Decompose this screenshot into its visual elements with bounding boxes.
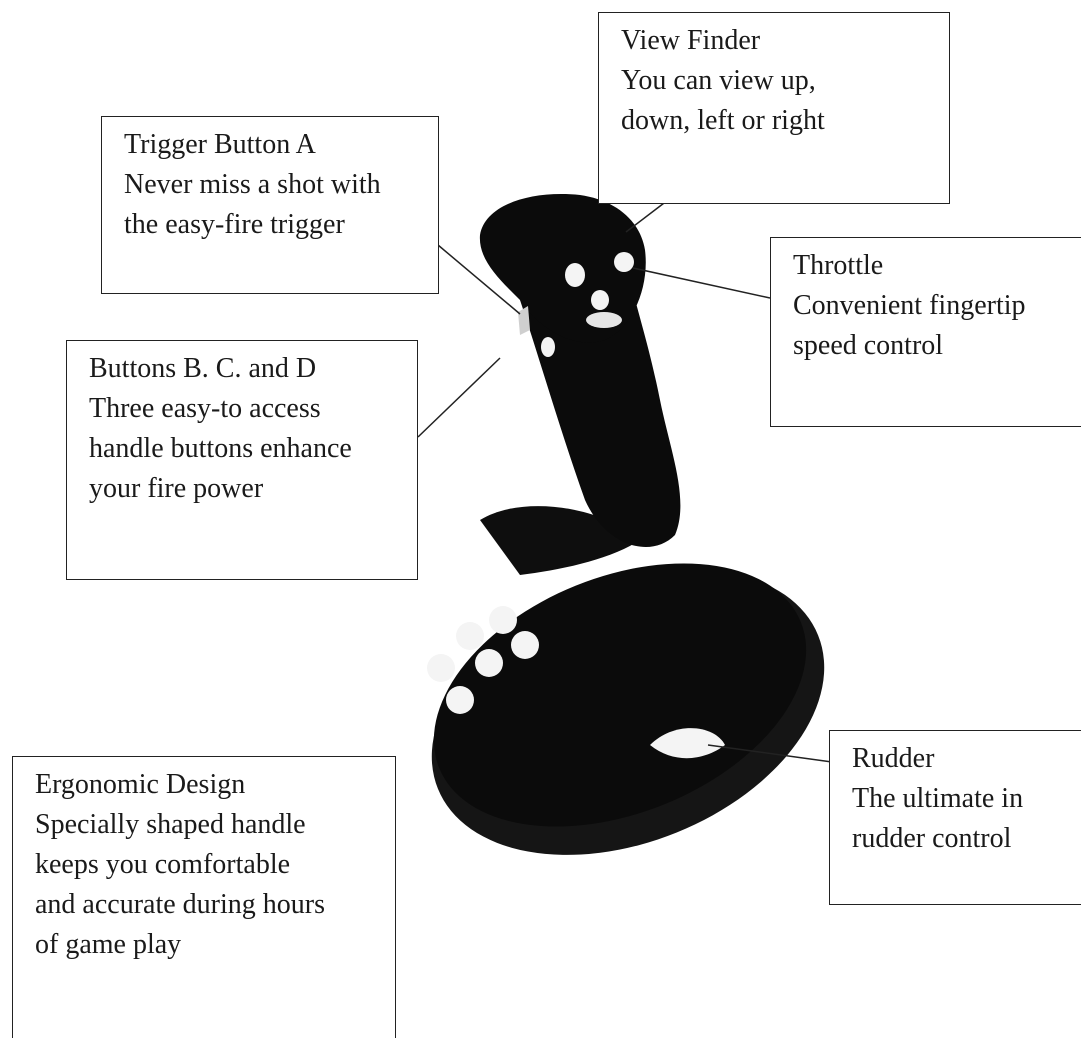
leader-line-buttons [417,357,501,438]
callout-view-finder-title: View Finder [621,25,761,56]
base-button-5 [475,649,503,677]
base-button-4 [427,654,455,682]
callout-rudder-title: Rudder [852,743,935,774]
callout-buttons-title: Buttons B. C. and D [89,353,317,384]
hat-switch-highlight [614,252,634,272]
joystick-base [433,563,807,827]
joystick-handle [520,276,681,548]
callout-rudder-text-1: The ultimate in [852,783,1024,814]
callout-buttons-text-2: handle buttons enhance [89,433,352,464]
callout-ergonomic-text-3: and accurate during hours [35,889,325,920]
throttle-highlight [586,312,622,328]
callout-trigger: Trigger Button A Never miss a shot with … [101,116,439,294]
handle-button-b [565,263,585,287]
trigger-highlight [518,306,530,335]
base-button-1 [456,622,484,650]
callout-view-finder: View Finder You can view up, down, left … [598,12,950,204]
callout-ergonomic-text-4: of game play [35,929,182,960]
handle-button-c [591,290,609,310]
callout-ergonomic-title: Ergonomic Design [35,769,246,800]
callout-view-finder-text-2: down, left or right [621,105,825,136]
callout-buttons-text-1: Three easy-to access [89,393,321,424]
callout-rudder: Rudder The ultimate in rudder control [829,730,1081,905]
callout-rudder-text-2: rudder control [852,823,1012,854]
leader-line-rudder [707,744,833,763]
callout-view-finder-text-1: You can view up, [621,65,816,96]
handle-button-d [541,337,555,357]
leader-line-trigger [437,244,521,315]
rudder-highlight [650,728,725,759]
callout-throttle-text-1: Convenient fingertip [793,290,1026,321]
leader-line-view-finder [625,199,669,233]
base-button-3 [511,631,539,659]
base-button-6 [446,686,474,714]
callout-throttle-title: Throttle [793,250,884,281]
base-button-2 [489,606,517,634]
callout-trigger-title: Trigger Button A [124,129,316,160]
callout-ergonomic-text-1: Specially shaped handle [35,809,306,840]
callout-throttle-text-2: speed control [793,330,944,361]
callout-trigger-text-2: the easy-fire trigger [124,209,345,240]
leader-line-throttle [632,267,771,299]
callout-trigger-text-1: Never miss a shot with [124,169,381,200]
callout-ergonomic: Ergonomic Design Specially shaped handle… [12,756,396,1038]
callout-buttons-text-3: your fire power [89,473,264,504]
callout-throttle: Throttle Convenient fingertip speed cont… [770,237,1081,427]
callout-buttons: Buttons B. C. and D Three easy-to access… [66,340,418,580]
callout-ergonomic-text-2: keeps you comfortable [35,849,291,880]
